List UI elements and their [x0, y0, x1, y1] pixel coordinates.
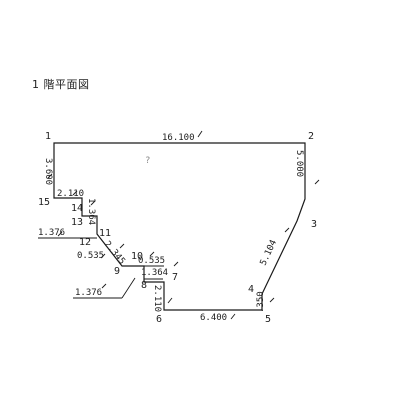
dimension-label-14-15: 2.110: [57, 189, 84, 199]
tick-12-13: [57, 231, 63, 237]
vertex-label-5: 5: [265, 314, 271, 325]
vertex-label-9: 9: [114, 266, 120, 277]
dimension-label-12-13: 1.376: [38, 228, 65, 238]
dimension-label-11-12: 0.535: [77, 251, 104, 261]
dimension-labels: 16.100 5.000 5.104 .350 6.400 2.110 1.36…: [38, 133, 304, 323]
leader-line-9-b: [121, 277, 136, 299]
center-mark: ?: [145, 156, 150, 166]
tick-7-8: [173, 261, 179, 267]
vertex-label-14: 14: [71, 203, 83, 214]
tick-5-6: [230, 313, 236, 320]
vertex-label-7: 7: [172, 272, 178, 283]
tick-8-9: [101, 283, 107, 289]
dimension-ticks: [47, 130, 320, 320]
tick-3-4: [284, 227, 290, 233]
tick-2-3: [314, 179, 320, 185]
dimension-label-10-11: 2.345: [102, 240, 127, 267]
tick-10-11: [119, 243, 125, 249]
dimension-label-5-6: 6.400: [200, 313, 227, 323]
dimension-label-15-1: 3.600: [43, 158, 53, 185]
dimension-label-3-4: 5.104: [259, 238, 280, 267]
vertex-label-13: 13: [71, 217, 83, 228]
tick-4-5: [269, 297, 275, 303]
dimension-label-9-10: 0.535: [138, 256, 165, 266]
tick-1-2: [197, 130, 203, 138]
dimension-label-6-7: 2.110: [152, 285, 162, 312]
vertex-label-3: 3: [311, 219, 317, 230]
dimension-label-4-5: .350: [256, 291, 266, 313]
vertex-label-1: 1: [45, 131, 51, 142]
dimension-label-8-9: 1.376: [75, 288, 102, 298]
vertex-label-6: 6: [156, 314, 162, 325]
vertex-label-4: 4: [248, 284, 254, 295]
vertex-label-15: 15: [38, 197, 50, 208]
dimension-label-2-3: 5.000: [294, 150, 304, 177]
tick-15-1: [47, 173, 53, 179]
vertex-label-2: 2: [308, 131, 314, 142]
dimension-label-1-2: 16.100: [162, 133, 195, 143]
plan-outline: [53, 142, 306, 311]
plan-title: 1 階平面図: [32, 78, 90, 91]
vertex-label-11: 11: [99, 228, 111, 239]
dimension-label-13-14: 1.364: [86, 198, 96, 225]
dimension-label-7-8: 1.364: [141, 268, 168, 278]
leader-lines: [38, 237, 164, 299]
tick-13-14: [90, 200, 96, 206]
tick-9-10: [149, 251, 155, 257]
vertex-label-12: 12: [79, 237, 91, 248]
vertex-label-10: 10: [131, 251, 143, 262]
tick-14-15: [72, 190, 78, 196]
tick-6-7: [167, 297, 173, 304]
vertex-labels: 1 2 3 4 5 6 7 8 9 10 11 12 13 14 15: [38, 131, 317, 325]
vertex-label-8: 8: [141, 280, 147, 291]
tick-11-12: [100, 253, 106, 259]
